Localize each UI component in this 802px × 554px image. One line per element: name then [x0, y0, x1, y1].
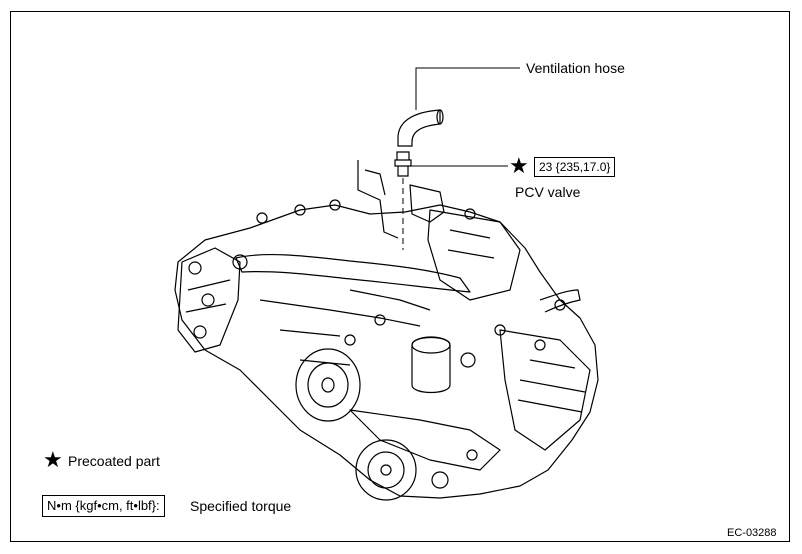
valve-cover-right	[427, 209, 521, 301]
lower-pulley	[355, 439, 417, 501]
oil-filter	[411, 336, 451, 394]
torque-units-box: N•m {kgf•cm, ft•lbf}:	[42, 495, 165, 517]
ventilation-hose-label: Ventilation hose	[526, 60, 625, 76]
diagram-frame	[10, 11, 790, 542]
star-icon: ★	[43, 447, 63, 472]
pcv-valve-label: PCV valve	[515, 184, 581, 200]
bracket	[357, 160, 399, 239]
specified-torque-label: Specified torque	[190, 498, 292, 514]
torque-value-box: 23 {235,17.0}	[534, 157, 616, 177]
leader-ventilation-hose	[415, 67, 520, 110]
pcv-valve	[394, 151, 412, 177]
precoated-part-label: Precoated part	[68, 453, 160, 469]
figure-code: EC-03288	[727, 527, 777, 539]
star-icon: ★	[509, 153, 529, 178]
crank-pulley	[295, 348, 361, 422]
ventilation-hose	[397, 109, 441, 147]
engine-block-outline	[174, 204, 599, 499]
timing-cover	[177, 247, 241, 353]
intake-pipe	[235, 253, 471, 293]
